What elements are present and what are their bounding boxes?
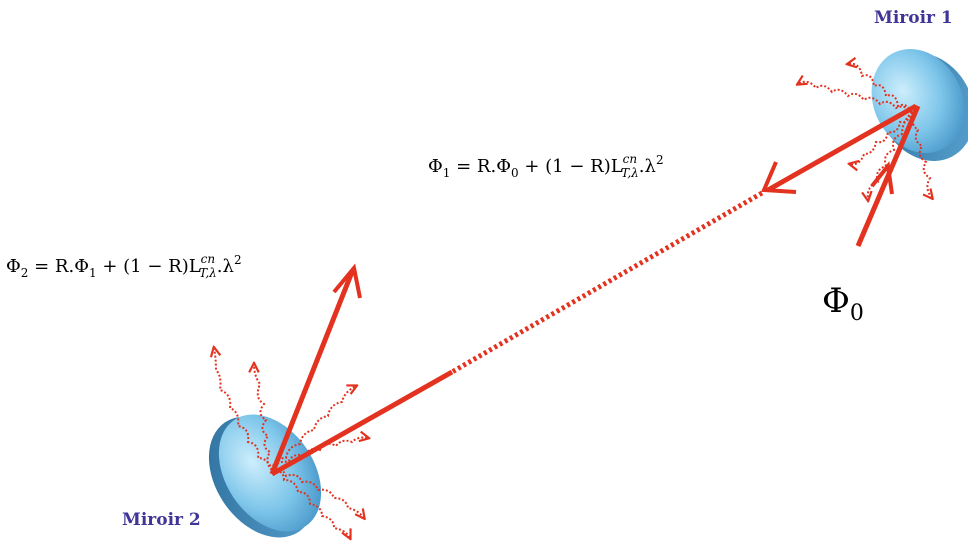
- beam-reflected-1: [766, 103, 918, 193]
- beam-reflected-2-arrowhead: [332, 263, 362, 299]
- phi0-label: Φ0: [822, 281, 864, 326]
- beam-propagation-dotted: [450, 190, 764, 375]
- beam-arriving-mirror-2: [270, 369, 454, 477]
- mirror-1: [871, 49, 968, 161]
- mirror-2: [208, 414, 322, 538]
- emission-waves-mirror-1: [798, 64, 932, 200]
- mirror-1-label: Miroir 1: [874, 8, 953, 28]
- emission-waves-mirror-2: [214, 348, 368, 538]
- beam-reflected-1-arrowhead: [761, 161, 797, 194]
- mirror-2-label: Miroir 2: [122, 510, 201, 530]
- beam-reflected-2: [269, 271, 355, 475]
- beam-phi0-arrowhead: [870, 161, 894, 195]
